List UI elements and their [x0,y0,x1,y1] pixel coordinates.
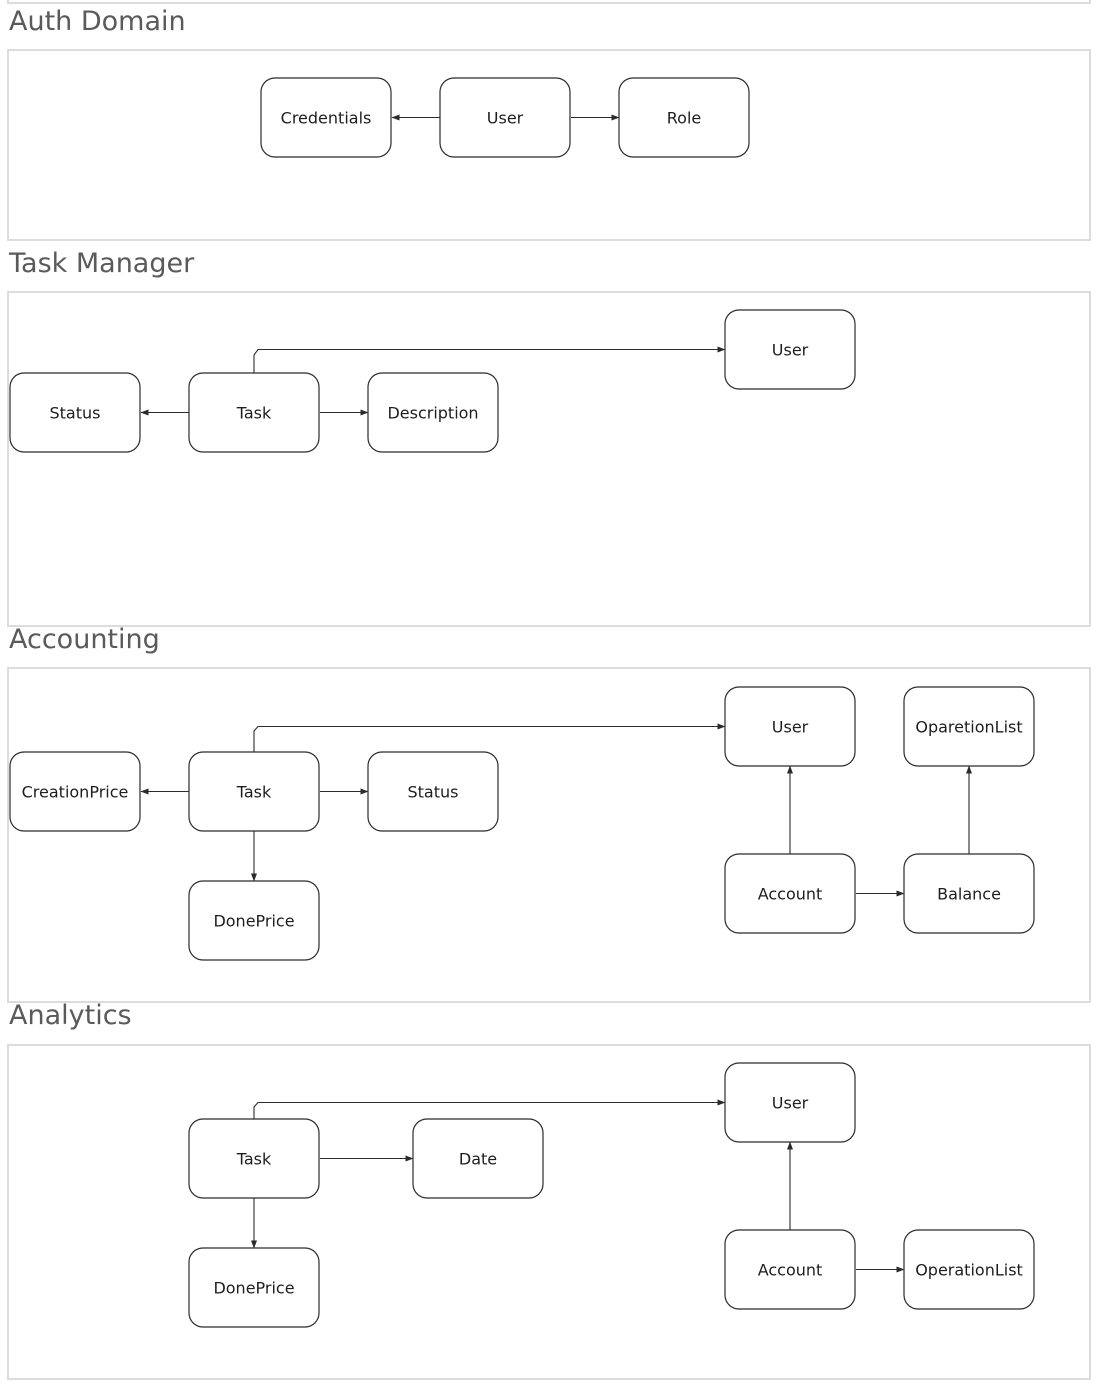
section-frame-task-manager [7,291,1091,627]
node-label: Status [50,404,101,423]
node-analytics-doneprice[interactable]: DonePrice [188,1247,320,1328]
section-title-accounting: Accounting [9,624,160,655]
node-task-manager-status[interactable]: Status [9,372,141,453]
node-box [903,686,1035,767]
node-box [188,1118,320,1199]
top-partial-frame [7,0,1091,4]
node-accounting-creationprice[interactable]: CreationPrice [9,751,141,832]
node-label: Task [236,1150,272,1169]
node-box [724,853,856,934]
node-accounting-balance[interactable]: Balance [903,853,1035,934]
node-label: Status [408,783,459,802]
node-analytics-account[interactable]: Account [724,1229,856,1310]
edge-analytics-task-to-user [253,1099,726,1119]
node-auth-user[interactable]: User [439,77,571,158]
node-label: User [772,718,809,737]
node-accounting-task[interactable]: Task [188,751,320,832]
node-box [618,77,750,158]
node-box [724,309,856,390]
node-task-manager-description[interactable]: Description [367,372,499,453]
node-label: CreationPrice [22,783,129,802]
node-label: OparetionList [915,718,1022,737]
section-frame-analytics [7,1044,1091,1380]
node-box [188,1247,320,1328]
node-label: User [772,341,809,360]
node-accounting-status[interactable]: Status [367,751,499,832]
node-label: Credentials [281,109,372,128]
node-accounting-account[interactable]: Account [724,853,856,934]
node-analytics-operationlist[interactable]: OperationList [903,1229,1035,1310]
node-box [724,1229,856,1310]
section-title-task-manager: Task Manager [8,248,195,279]
node-label: Balance [937,885,1001,904]
node-task-manager-task[interactable]: Task [188,372,320,453]
node-box [367,751,499,832]
node-box [260,77,392,158]
node-auth-credentials[interactable]: Credentials [260,77,392,158]
node-box [412,1118,544,1199]
edge-accounting-task-to-user [253,723,726,752]
node-box [439,77,571,158]
node-box [188,751,320,832]
node-accounting-user[interactable]: User [724,686,856,767]
node-label: Description [387,404,478,423]
node-label: Account [758,885,823,904]
section-title-auth: Auth Domain [9,6,186,37]
node-analytics-user[interactable]: User [724,1062,856,1143]
node-label: User [487,109,524,128]
node-analytics-task[interactable]: Task [188,1118,320,1199]
node-label: OperationList [915,1261,1023,1280]
node-auth-role[interactable]: Role [618,77,750,158]
node-box [9,372,141,453]
node-box [903,1229,1035,1310]
node-box [9,751,141,832]
node-analytics-date[interactable]: Date [412,1118,544,1199]
node-task-manager-user[interactable]: User [724,309,856,390]
node-accounting-oparetionlist[interactable]: OparetionList [903,686,1035,767]
node-box [724,686,856,767]
node-label: Role [667,109,701,128]
node-box [367,372,499,453]
node-box [188,880,320,961]
node-accounting-doneprice[interactable]: DonePrice [188,880,320,961]
node-label: Task [236,404,272,423]
node-label: DonePrice [213,1279,294,1298]
node-box [724,1062,856,1143]
node-label: Account [758,1261,823,1280]
node-box [903,853,1035,934]
node-label: User [772,1094,809,1113]
node-label: Date [459,1150,497,1169]
node-label: Task [236,783,272,802]
node-box [188,372,320,453]
node-label: DonePrice [213,912,294,931]
section-title-analytics: Analytics [9,1000,132,1031]
edge-task-manager-task-to-user [253,346,726,373]
